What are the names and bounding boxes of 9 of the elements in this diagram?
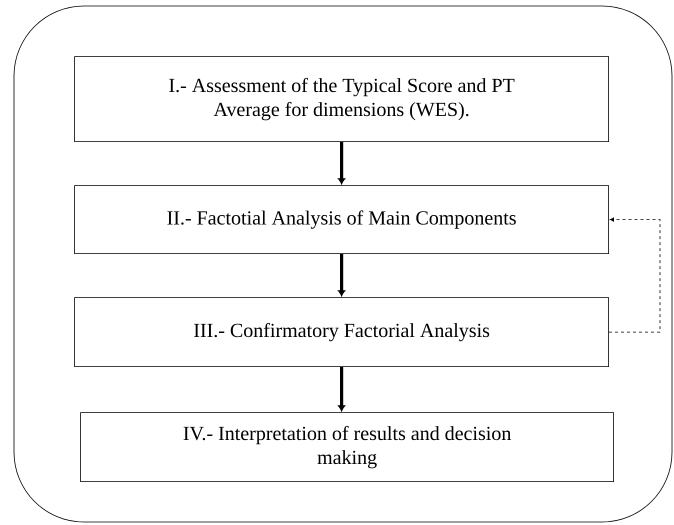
rounded-frame	[14, 6, 672, 522]
arrow	[338, 254, 346, 296]
arrow	[338, 367, 346, 412]
process-box: I.- Assessment of the Typical Score and PT Average for dimensions (WES).	[74, 56, 609, 142]
process-box: II.- Factotial Analysis of Main Components	[74, 185, 609, 254]
arrow	[338, 142, 346, 184]
process-box: III.- Confirmatory Factorial Analysis	[74, 297, 609, 367]
process-box: IV.- Interpretation of results and decision making	[80, 412, 614, 482]
arrow	[608, 218, 660, 332]
